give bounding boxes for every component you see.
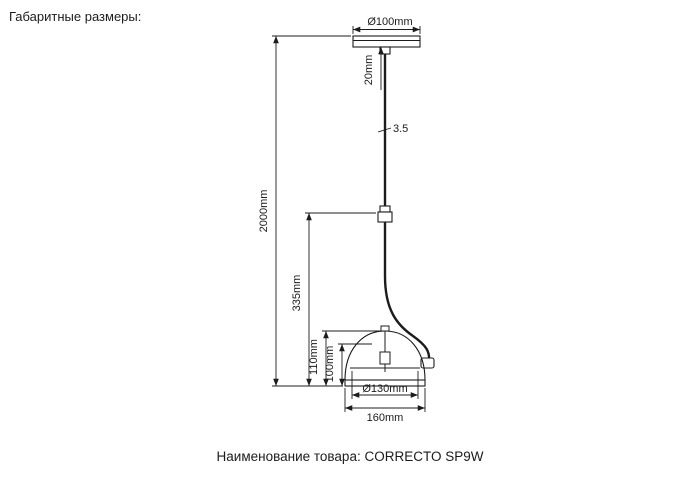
label-total-height: 2000mm [258,190,270,233]
label-shade-outer-height: 110mm [308,339,320,375]
curved-arm [383,222,431,363]
label-cable-diameter: 3.5 [393,123,408,135]
label-shade-inner-height: 100mm [324,346,336,383]
label-shade-inner-diameter: Ø130mm [362,383,407,395]
ceiling-canopy [352,35,421,55]
label-shade-width: 160mm [367,412,404,424]
arm-shade-joint [420,357,435,369]
label-arm-height: 335mm [291,275,303,312]
label-canopy-diameter: Ø100mm [367,16,412,28]
cable-connector [377,205,393,223]
lamp-figure [344,35,435,387]
dim-total-height [272,35,351,387]
label-canopy-height: 20mm [363,55,375,86]
page-title: Габаритные размеры: [9,9,142,24]
lamp-socket [379,325,391,372]
dim-arm-height [305,212,376,386]
dimension-lines [272,26,426,412]
dim-shade-inner-diameter [351,371,419,399]
dim-shade-outer-height [322,330,381,386]
dimension-labels: Ø100mm 20mm 3.5 2000mm 335mm 110mm 100mm… [258,16,413,424]
dim-shade-width [344,388,426,412]
product-name: Наименование товара: CORRECTO SP9W [216,449,484,464]
dim-cable-leader [377,127,392,133]
dim-shade-inner-height [338,343,372,386]
dim-canopy-diameter [352,26,421,34]
